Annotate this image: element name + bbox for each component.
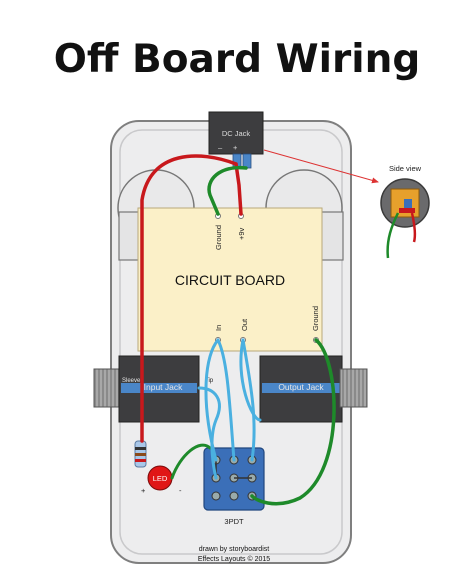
circuit-board: CIRCUIT BOARD Ground +9v In Out Ground [137, 207, 323, 352]
pad-output-label: Out [240, 318, 249, 331]
wire-green-board-ground [250, 338, 336, 506]
wire-red-power-board [234, 162, 243, 216]
footswitch-label: 3PDT [224, 517, 244, 526]
dc-jack: DC Jack – + [208, 111, 264, 169]
wire-blue-input-2 [216, 338, 236, 462]
wires [140, 154, 336, 506]
sleeve-label: Sleeve [122, 378, 141, 384]
credit-line-2: Effects Layouts © 2015 [198, 555, 270, 563]
wire-red-power-led [140, 154, 238, 443]
circuit-board-label: CIRCUIT BOARD [175, 272, 285, 288]
wire-green-led [170, 443, 212, 480]
dc-jack-label: DC Jack [222, 129, 251, 138]
page-title: Off Board Wiring [54, 37, 421, 82]
wire-blue-output-1 [241, 338, 256, 462]
pad-input-label: In [214, 325, 223, 331]
side-view: Side view [380, 164, 430, 259]
wire-blue-output-2 [239, 338, 262, 422]
output-jack-label: Output Jack [278, 382, 324, 392]
led-plus: + [141, 486, 146, 495]
input-jack-label: Input Jack [144, 382, 183, 392]
pad-ground-right-label: Ground [311, 306, 320, 331]
led-minus: - [179, 486, 182, 495]
side-view-pointer [263, 149, 379, 184]
wire-green-dc-ground [207, 165, 248, 216]
side-view-label: Side view [389, 164, 422, 173]
wire-blue-tip [197, 386, 221, 480]
credit-line-1: drawn by storyboardist [199, 546, 269, 553]
pad-ground-top-label: Ground [214, 225, 223, 250]
tip-label: Tip [205, 378, 214, 384]
pad-power-label: +9v [237, 227, 246, 240]
dc-jack-minus: – [218, 143, 223, 152]
output-jack: Output Jack [259, 355, 368, 423]
dc-jack-plus: + [233, 143, 238, 152]
input-jack: Input Jack Sleeve Tip [93, 355, 214, 423]
led-label: LED [153, 474, 168, 483]
